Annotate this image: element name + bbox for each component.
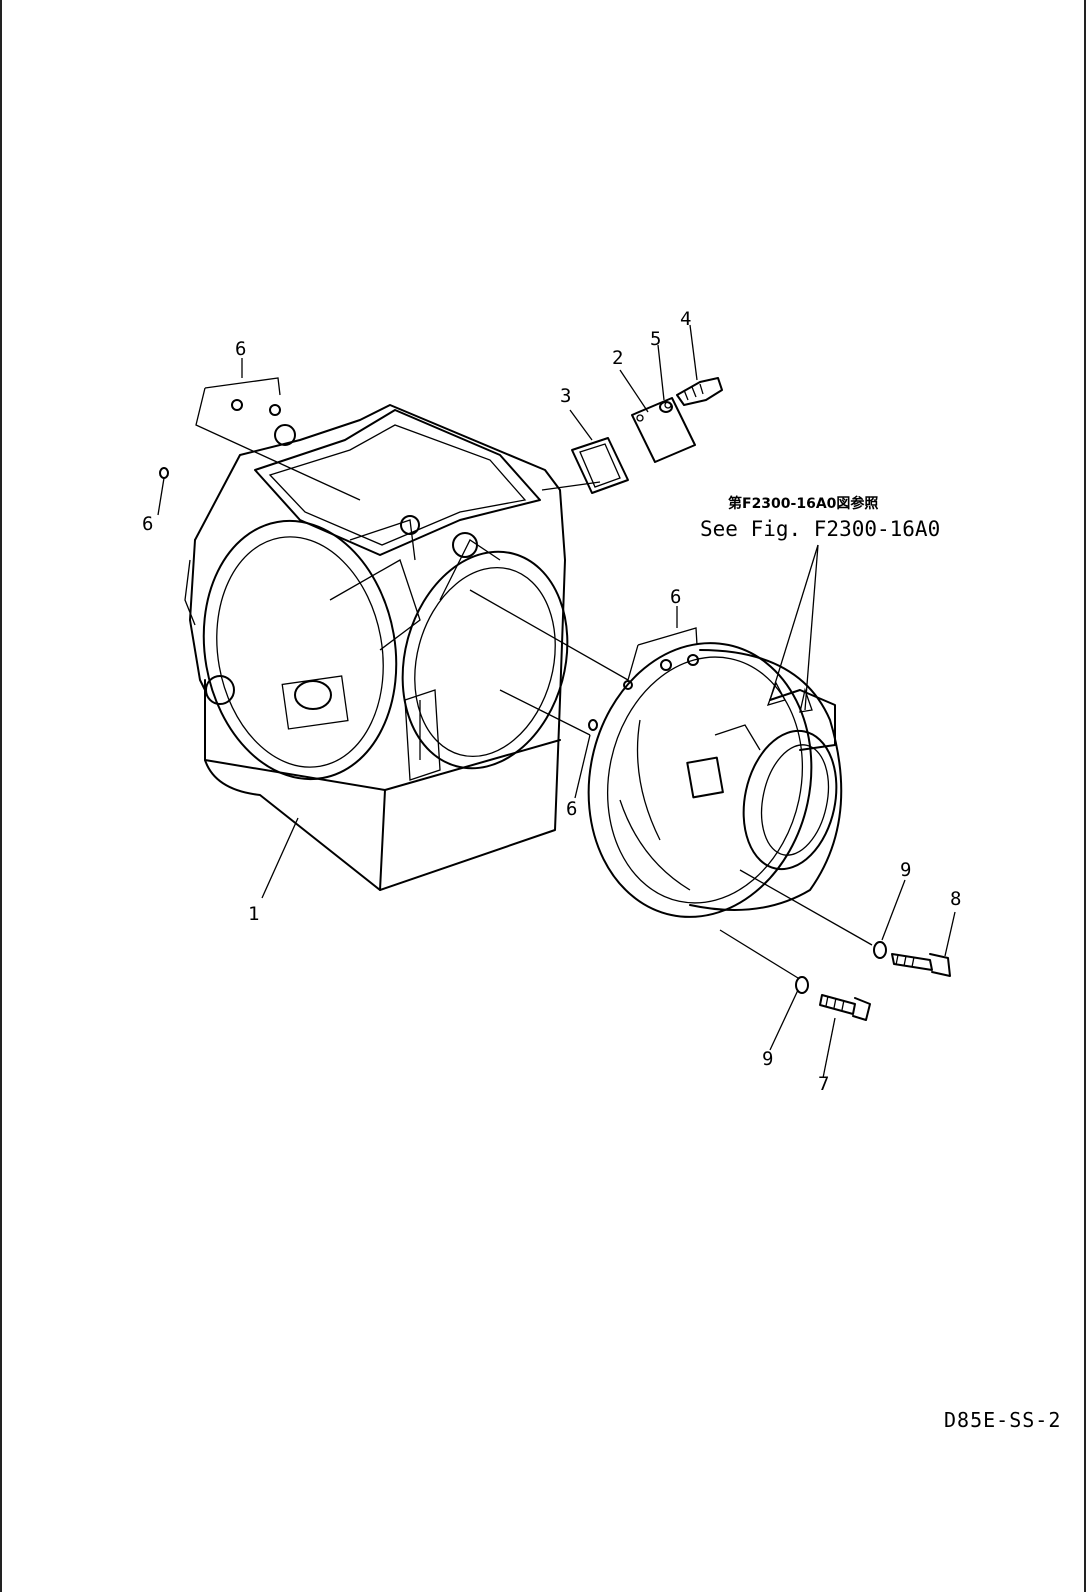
callout-8: 8 <box>950 888 961 910</box>
callout-2: 2 <box>612 347 623 369</box>
bolt-part-4 <box>676 377 723 406</box>
dowel-pins-part-6 <box>159 399 699 731</box>
right-frame-line <box>1084 0 1086 1592</box>
torque-converter-housing <box>587 642 843 918</box>
callout-4: 4 <box>680 308 691 330</box>
left-frame-line <box>0 0 2 1592</box>
gasket-part-3 <box>571 437 629 494</box>
washer-part-5 <box>659 401 673 413</box>
callout-labels: 1 2 3 4 5 6 6 6 6 7 8 9 9 <box>142 308 961 1095</box>
bolt-part-7 <box>819 994 871 1021</box>
callout-5: 5 <box>650 328 661 350</box>
drawing-code: D85E-SS-2 <box>944 1408 1061 1432</box>
transmission-case <box>184 404 569 891</box>
reference-note-english: See Fig. F2300-16A0 <box>700 517 940 541</box>
reference-note-japanese: 第F2300-16A0図参照 <box>728 495 878 512</box>
callout-3: 3 <box>560 385 571 407</box>
cover-part-2 <box>631 397 696 463</box>
washer-part-9-lower <box>795 976 809 994</box>
callout-6-top: 6 <box>235 338 246 360</box>
callout-6-left: 6 <box>142 513 153 535</box>
callout-6-right: 6 <box>670 586 681 608</box>
bolt-part-8 <box>891 953 951 977</box>
leader-lines <box>157 324 956 1079</box>
callout-9-upper: 9 <box>900 859 911 881</box>
callout-1: 1 <box>248 903 259 925</box>
callout-7: 7 <box>818 1073 829 1095</box>
callout-6-lower: 6 <box>566 798 577 820</box>
callout-9-lower: 9 <box>762 1048 773 1070</box>
washer-part-9-upper <box>873 941 887 959</box>
